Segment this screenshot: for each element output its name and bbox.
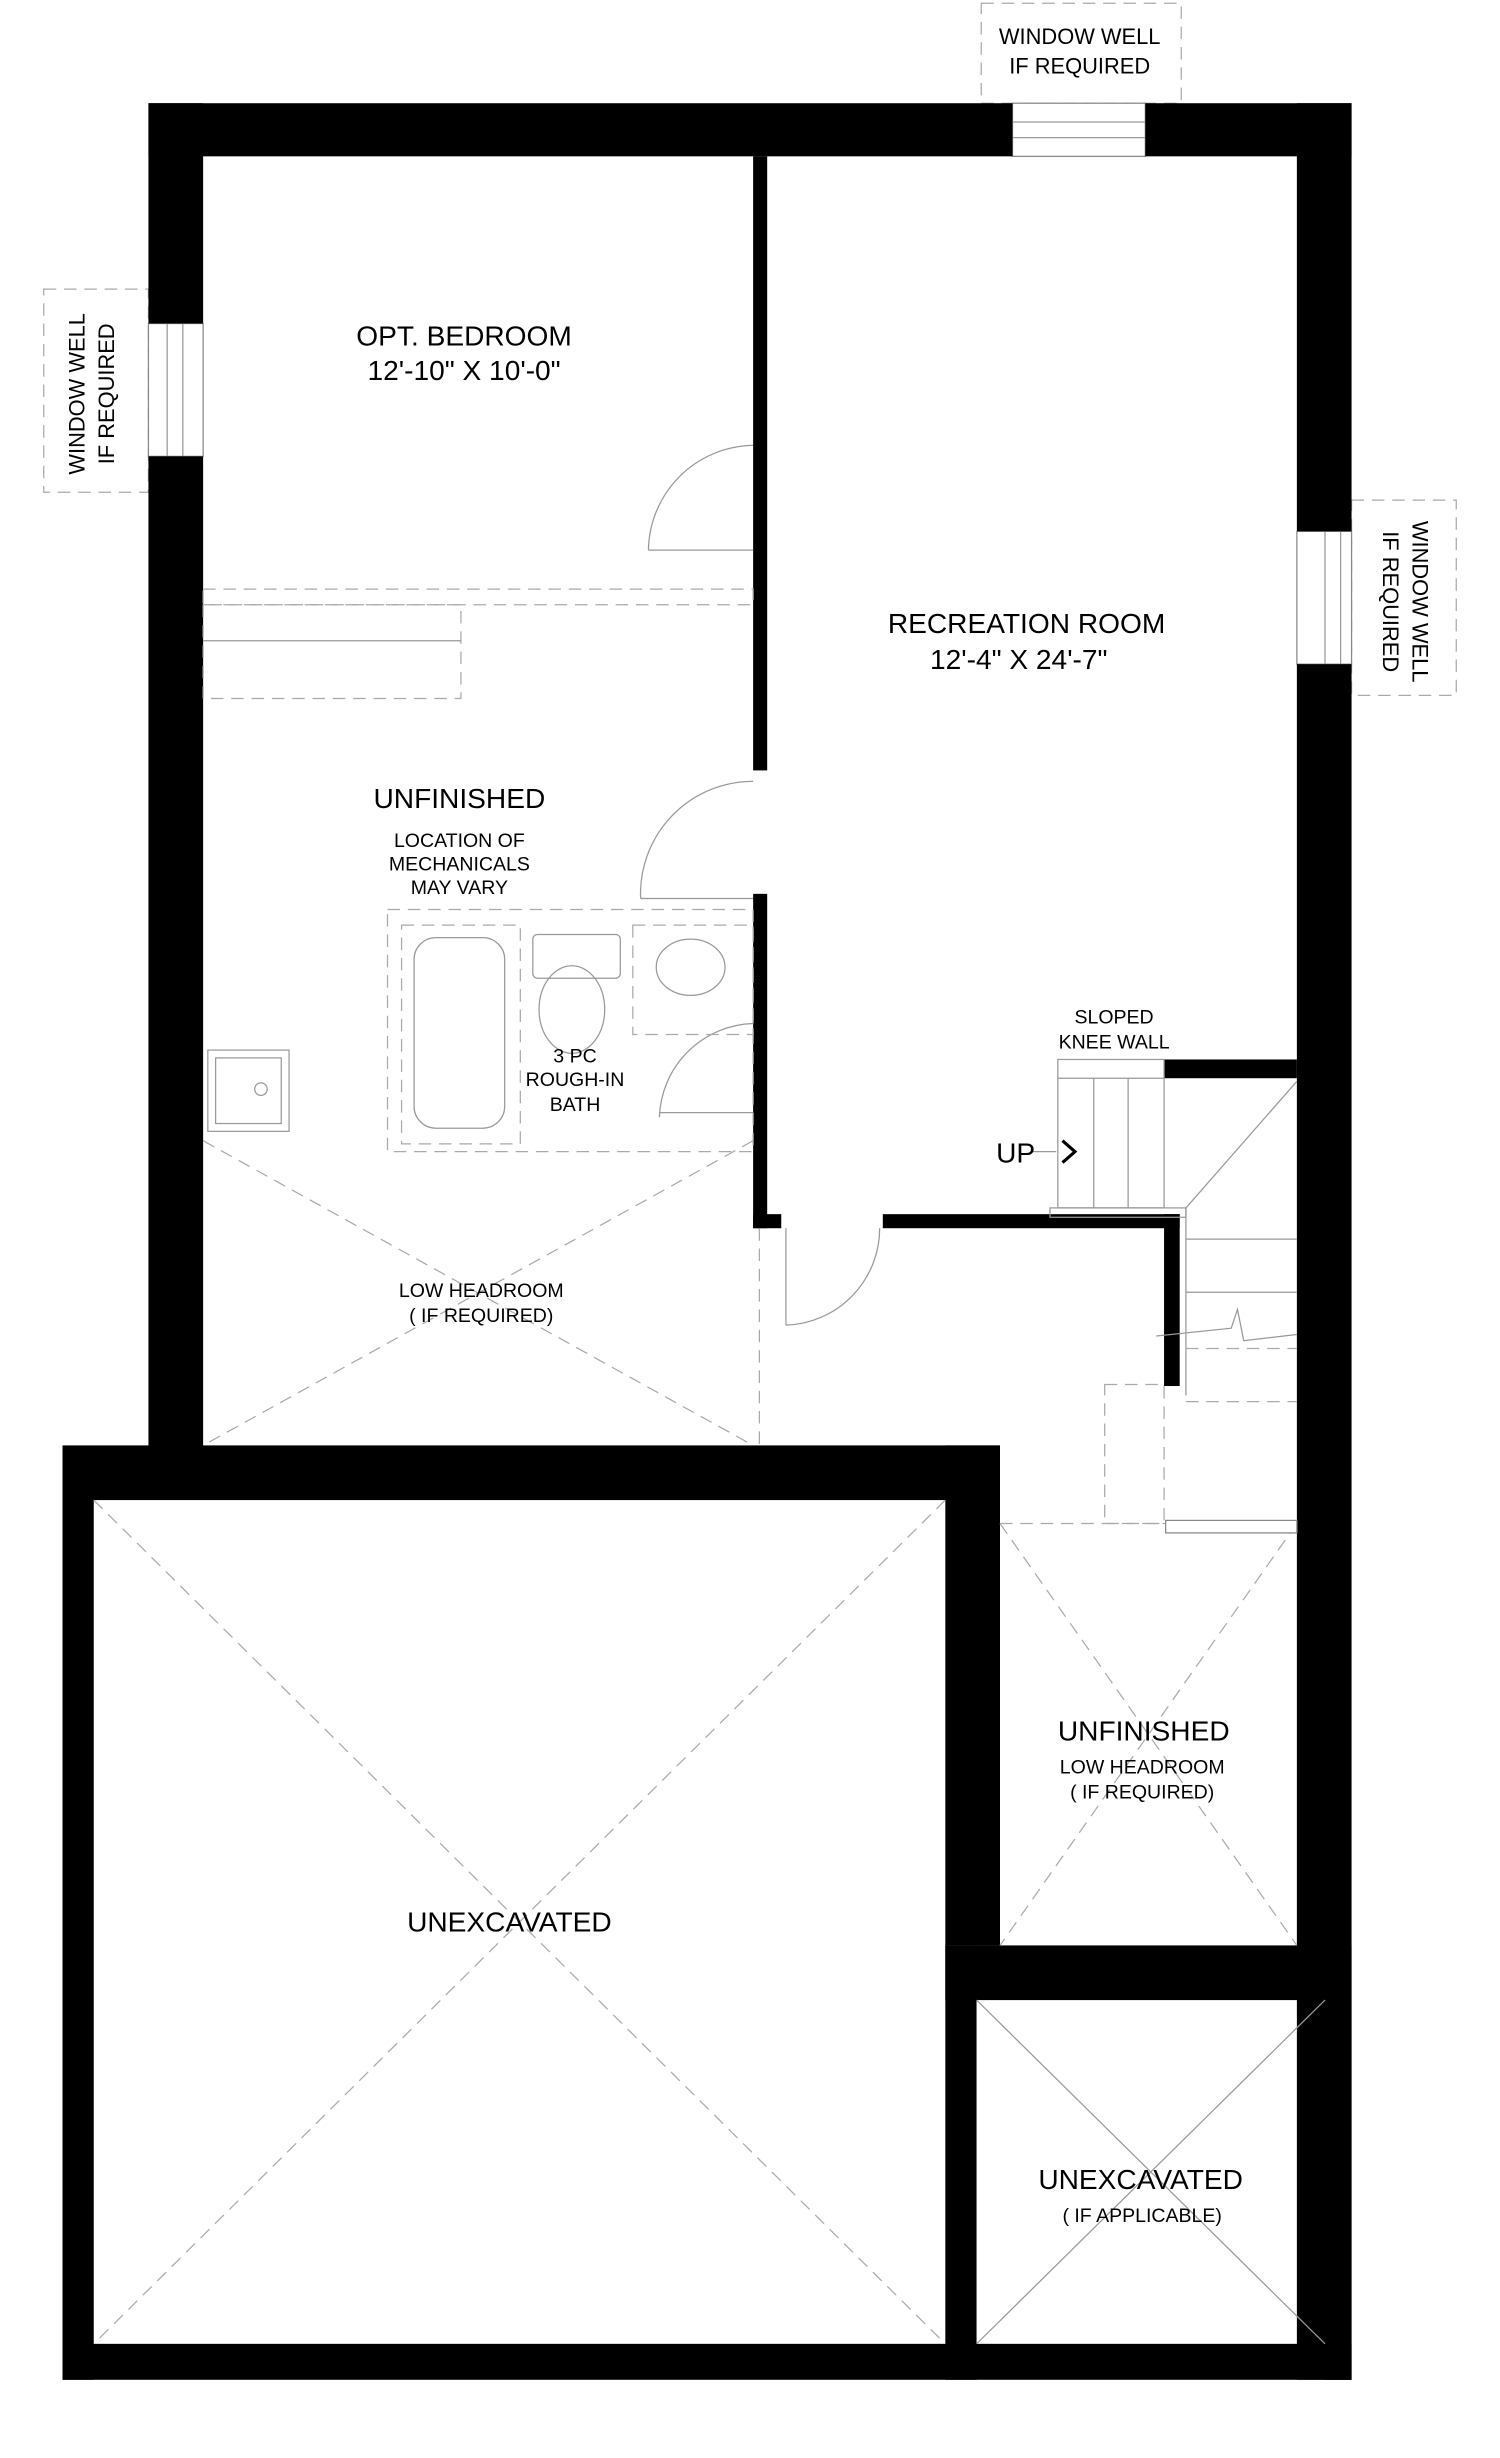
bath-label-2: ROUGH-IN [526,1069,625,1091]
low-headroom-main-2: ( IF REQUIRED) [409,1305,553,1327]
walls [62,103,1352,2380]
window-well-left-label-2: IF REQUIRED [94,323,119,464]
window-well-top-label: WINDOW WELL [999,24,1161,49]
recreation-room-size: 12'-4" X 24'-7" [930,644,1108,675]
bedroom-size: 12'-10" X 10'-0" [367,355,560,386]
bath-label-1: 3 PC [553,1046,596,1068]
unexcavated-small-name: UNEXCAVATED [1038,2164,1243,2195]
unexcavated-small-note: ( IF APPLICABLE) [1062,2205,1221,2227]
window-well-left-label: WINDOW WELL [64,313,89,475]
doors-and-fixtures [93,444,1326,2345]
low-headroom-right-1: LOW HEADROOM [1060,1757,1225,1779]
stairs-up-label: UP [996,1138,1035,1169]
knee-wall-label: SLOPED [1074,1007,1153,1029]
unfinished-main-name: UNFINISHED [373,783,545,814]
low-headroom-right-2: ( IF REQUIRED) [1070,1782,1214,1804]
mechanicals-note-3: MAY VARY [411,877,508,899]
window-well-right: WINDOW WELL IF REQUIRED [1296,499,1457,697]
mechanicals-note-1: LOCATION OF [394,830,525,852]
mechanicals-note-2: MECHANICALS [389,853,530,875]
window-well-top: WINDOW WELL IF REQUIRED [980,2,1182,157]
bedroom-name: OPT. BEDROOM [356,320,572,351]
stairs: UP SLOPED KNEE WALL [996,1007,1298,1525]
unfinished-right-name: UNFINISHED [1058,1716,1230,1747]
window-well-top-label-2: IF REQUIRED [1009,54,1150,79]
room-labels: OPT. BEDROOM 12'-10" X 10'-0" RECREATION… [356,320,1243,2227]
window-well-right-label-2: IF REQUIRED [1378,531,1403,672]
knee-wall-label-2: KNEE WALL [1059,1032,1170,1054]
low-headroom-main-1: LOW HEADROOM [399,1280,564,1302]
bath-label-3: BATH [550,1094,601,1116]
window-well-left: WINDOW WELL IF REQUIRED [43,288,204,493]
window-well-right-label: WINDOW WELL [1408,521,1433,683]
recreation-room-name: RECREATION ROOM [888,608,1165,639]
unexcavated-large-name: UNEXCAVATED [407,1906,612,1937]
